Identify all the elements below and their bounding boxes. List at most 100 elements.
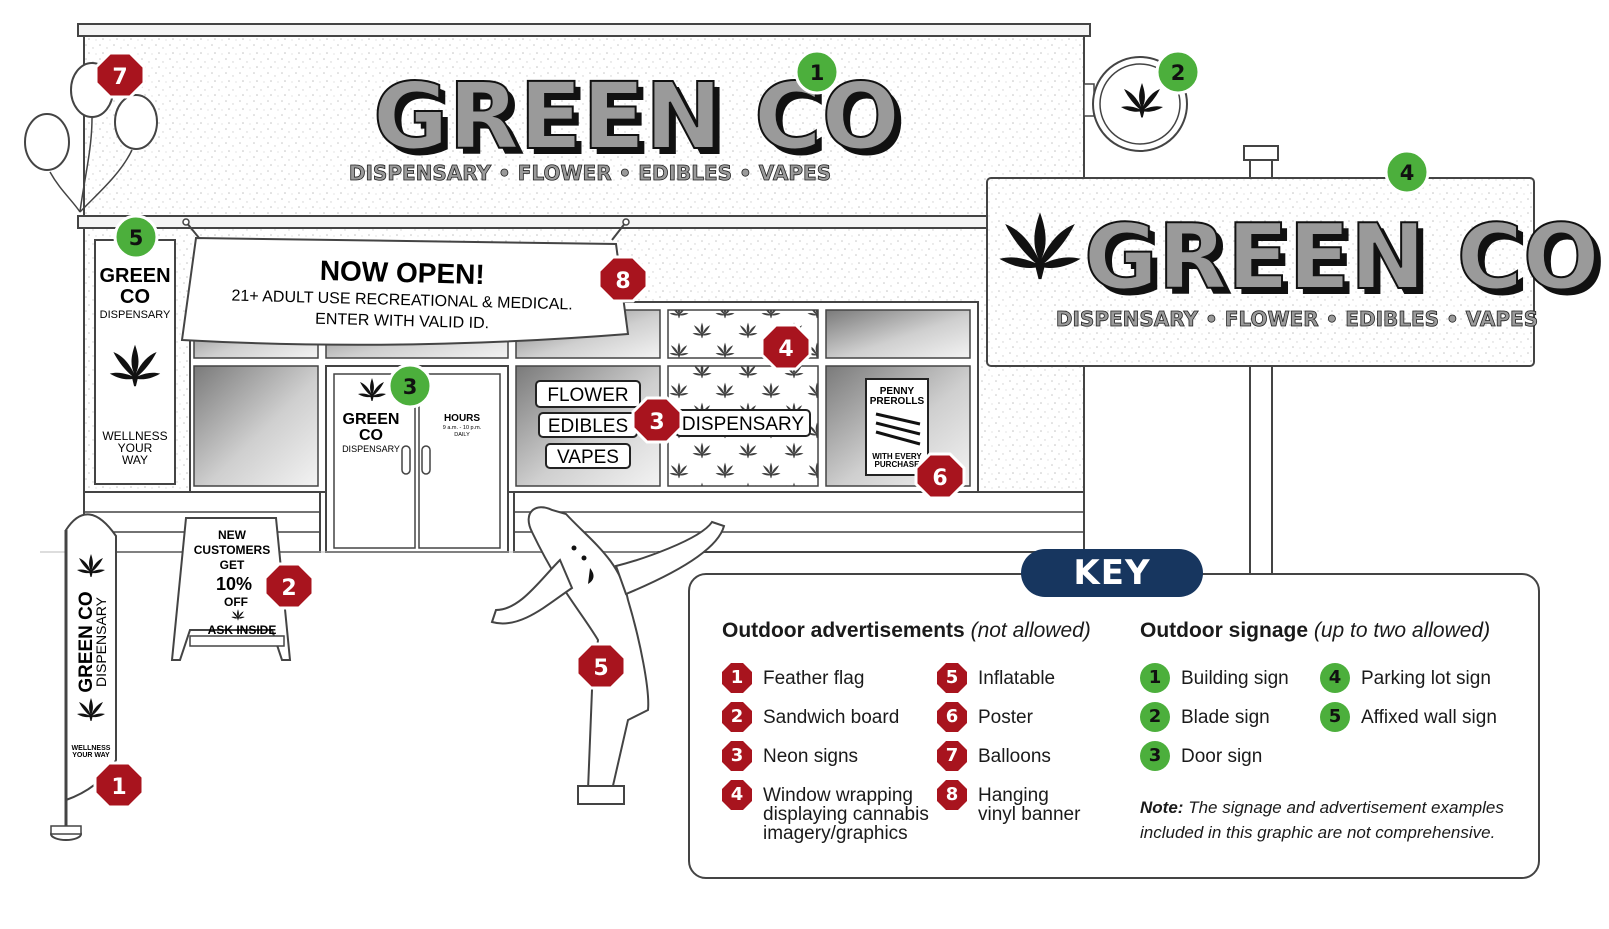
svg-text:3: 3	[649, 410, 664, 435]
key-ad-item: 8 Hanging vinyl banner	[937, 780, 1088, 825]
key-sign-label: Parking lot sign	[1361, 668, 1491, 689]
parking-sign-title: GREEN CO	[1084, 205, 1599, 310]
poster-line: WITH EVERY	[872, 452, 922, 461]
key-ad-item: 2 Sandwich board	[722, 702, 938, 732]
board-line: NEW	[218, 528, 247, 542]
ad-number-badge: 3	[722, 741, 752, 771]
key-ad-item: 4 Window wrapping displaying cannabis im…	[722, 780, 931, 844]
key-note: Note: The signage and advertisement exam…	[1140, 795, 1530, 845]
wall-sign-line: GREEN	[99, 265, 170, 287]
ad-number-badge: 8	[937, 780, 967, 810]
parking-lot-sign: GREEN CO GREEN CO DISPENSARY • FLOWER • …	[986, 145, 1605, 575]
building-sign-subtitle: DISPENSARY • FLOWER • EDIBLES • VAPES	[349, 161, 831, 185]
ad-marker-8: 8	[597, 255, 649, 303]
signage-heading-qualifier: (up to two allowed)	[1313, 619, 1491, 642]
key-ad-label: Poster	[978, 707, 1033, 728]
flag-main-text: GREEN CO	[76, 591, 97, 692]
key-ad-item: 3 Neon signs	[722, 741, 938, 771]
svg-text:8: 8	[615, 269, 630, 294]
key-ad-label: Balloons	[978, 746, 1051, 767]
key-ad-label: Neon signs	[763, 746, 859, 767]
key-ad-item: 5 Inflatable	[937, 663, 1138, 693]
neon-sign-label: EDIBLES	[548, 416, 628, 437]
ad-marker-3: 3	[631, 396, 683, 444]
key-sign-label: Building sign	[1181, 668, 1289, 689]
board-line: CUSTOMERS	[194, 543, 270, 557]
neon-sign-label: FLOWER	[547, 385, 628, 406]
key-panel: KEY Outdoor advertisements (not allowed)…	[688, 549, 1540, 879]
ad-number-badge: 2	[722, 702, 752, 732]
key-sign-item: 5 Affixed wall sign	[1320, 702, 1531, 732]
building-sign-title: GREEN CO	[373, 63, 900, 170]
sandwich-board: NEW CUSTOMERS GET 10% OFF ASK INSIDE	[170, 517, 292, 661]
parking-sign-subtitle: DISPENSARY • FLOWER • EDIBLES • VAPES	[1056, 307, 1538, 331]
sign-marker-3: 3	[387, 363, 433, 409]
key-sign-label: Affixed wall sign	[1361, 707, 1497, 728]
inflatable-tube-man	[490, 506, 726, 805]
signage-heading: Outdoor signage (up to two allowed)	[1140, 619, 1490, 643]
ad-marker-2: 2	[263, 562, 315, 610]
key-ad-item: 6 Poster	[937, 702, 1138, 732]
key-sign-label: Blade sign	[1181, 707, 1270, 728]
key-ad-item: 7 Balloons	[937, 741, 1138, 771]
flag-tagline: WELLNESS	[72, 745, 111, 752]
key-sign-item: 3 Door sign	[1140, 741, 1321, 771]
poster-line: PREROLLS	[870, 396, 925, 407]
hanging-vinyl-banner: NOW OPEN! 21+ ADULT USE RECREATIONAL & M…	[180, 218, 630, 346]
board-line: ASK INSIDE	[208, 623, 277, 637]
door-sign-line: DISPENSARY	[342, 444, 400, 454]
ad-number-badge: 6	[937, 702, 967, 732]
sign-number-badge: 1	[1140, 663, 1170, 693]
wall-sign-line: YOUR	[118, 441, 153, 455]
key-ad-label: Feather flag	[763, 668, 865, 689]
ads-heading-qualifier: (not allowed)	[970, 619, 1091, 642]
ad-marker-5: 5	[575, 642, 627, 690]
ad-number-badge: 5	[937, 663, 967, 693]
wall-sign-line: CO	[120, 286, 150, 308]
door-sign-line: CO	[359, 427, 383, 444]
door-hours-days: DAILY	[454, 432, 470, 438]
flag-tagline: YOUR WAY	[72, 752, 110, 759]
sign-number-badge: 4	[1320, 663, 1350, 693]
ad-marker-4: 4	[760, 323, 812, 371]
door-sign: GREEN CO DISPENSARY HOURS 9 a.m. - 10 p.…	[342, 378, 482, 454]
svg-text:2: 2	[1171, 61, 1186, 85]
svg-text:7: 7	[112, 65, 127, 90]
key-note-label: Note:	[1140, 798, 1184, 817]
signage-heading-text: Outdoor signage	[1140, 619, 1308, 642]
board-line: GET	[220, 558, 245, 572]
window-poster: PENNY PREROLLS WITH EVERY PURCHASE	[865, 378, 929, 476]
sign-marker-1: 1	[794, 49, 840, 95]
ads-heading: Outdoor advertisements (not allowed)	[722, 619, 1091, 643]
key-sign-label: Door sign	[1181, 746, 1263, 767]
svg-text:1: 1	[810, 61, 825, 85]
ad-number-badge: 1	[722, 663, 752, 693]
key-ad-label: Window wrapping displaying cannabis imag…	[763, 785, 929, 844]
svg-text:5: 5	[593, 656, 608, 681]
key-ad-label: Hanging vinyl banner	[978, 785, 1081, 825]
key-ad-label: Inflatable	[978, 668, 1056, 689]
poster-line: PENNY	[880, 386, 915, 397]
sign-marker-4: 4	[1384, 149, 1430, 195]
key-ad-item: 1 Feather flag	[722, 663, 938, 693]
svg-text:1: 1	[111, 775, 126, 800]
ad-number-badge: 7	[937, 741, 967, 771]
wall-sign-line: WAY	[122, 453, 148, 467]
svg-text:3: 3	[403, 375, 418, 399]
banner-title: NOW OPEN!	[319, 255, 485, 290]
ad-marker-6: 6	[914, 452, 966, 500]
sign-marker-5: 5	[113, 214, 159, 260]
svg-text:6: 6	[932, 466, 947, 491]
board-line: 10%	[216, 574, 252, 594]
balloons	[24, 62, 158, 213]
sign-number-badge: 5	[1320, 702, 1350, 732]
ad-marker-7: 7	[94, 51, 146, 99]
flag-sub-text: DISPENSARY	[93, 596, 109, 687]
key-ad-label: Sandwich board	[763, 707, 900, 728]
door-hours-value: 9 a.m. - 10 p.m.	[443, 425, 482, 431]
key-sign-item: 4 Parking lot sign	[1320, 663, 1531, 693]
door-sign-line: GREEN	[343, 411, 400, 428]
poster-line: PURCHASE	[875, 460, 921, 469]
door-hours-label: HOURS	[444, 413, 480, 424]
wall-sign-line: DISPENSARY	[100, 309, 171, 321]
